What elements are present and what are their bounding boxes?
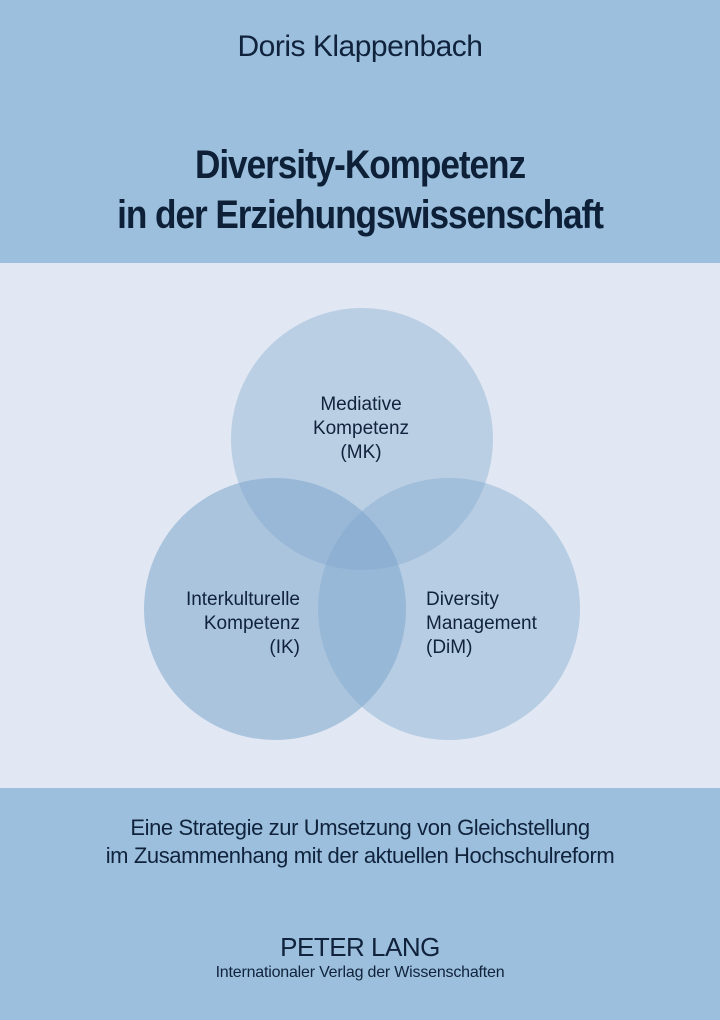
venn-diagram bbox=[144, 308, 580, 740]
title-line-2: in der Erziehungswissenschaft bbox=[117, 193, 604, 237]
label-line: Diversity bbox=[426, 589, 499, 610]
label-interkulturelle-kompetenz: Interkulturelle Kompetenz (IK) bbox=[120, 588, 300, 660]
publisher-name: PETER LANG bbox=[280, 932, 440, 962]
label-line: Mediative bbox=[320, 394, 402, 415]
label-line: Management bbox=[426, 613, 537, 634]
label-line: Kompetenz bbox=[312, 418, 410, 439]
label-line: Kompetenz bbox=[203, 613, 300, 634]
author-name: Doris Klappenbach bbox=[237, 30, 484, 63]
book-subtitle: Eine Strategie zur Umsetzung von Gleichs… bbox=[0, 814, 720, 870]
label-line: (DiM) bbox=[426, 637, 473, 658]
label-diversity-management: Diversity Management (DiM) bbox=[426, 588, 606, 660]
label-line: (MK) bbox=[340, 442, 382, 463]
label-mediative-kompetenz: Mediative Kompetenz (MK) bbox=[261, 393, 461, 465]
label-line: (IK) bbox=[269, 637, 300, 658]
book-title: Diversity-Kompetenz in der Erziehungswis… bbox=[43, 140, 677, 240]
circle-ik bbox=[144, 478, 406, 740]
title-line-1: Diversity-Kompetenz bbox=[194, 143, 526, 187]
publisher-tagline: Internationaler Verlag der Wissenschafte… bbox=[215, 964, 505, 981]
label-line: Interkulturelle bbox=[185, 589, 300, 610]
subtitle-line-1: Eine Strategie zur Umsetzung von Gleichs… bbox=[130, 815, 590, 840]
top-band bbox=[0, 0, 720, 263]
bottom-band bbox=[0, 788, 720, 1020]
circle-dim bbox=[318, 478, 580, 740]
subtitle-line-2: im Zusammenhang mit der aktuellen Hochsc… bbox=[105, 843, 615, 868]
